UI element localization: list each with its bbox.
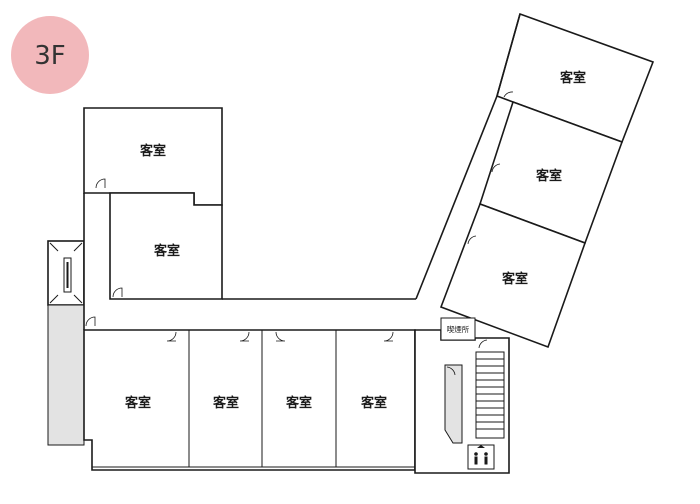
smoking-area [440, 317, 476, 341]
left-corridor-gray [47, 304, 85, 446]
stairs-icon [476, 358, 504, 430]
right-stairs [475, 351, 505, 439]
service-gray [444, 364, 463, 444]
room-label: 客室 [140, 143, 166, 159]
room-label: 客室 [154, 243, 180, 259]
elevator-icon [467, 444, 495, 470]
left-wing [83, 107, 416, 330]
smoking-area-label: 喫煙所 [447, 324, 470, 334]
room-wing-low [439, 202, 587, 349]
room-label: 客室 [536, 168, 562, 184]
room-label: 客室 [213, 395, 239, 411]
floor-badge: 3F [11, 16, 89, 94]
room-label: 客室 [560, 70, 586, 86]
service-core: 喫煙所 [414, 317, 510, 474]
floor-label: 3F [34, 41, 66, 71]
room-left-mid [109, 192, 223, 300]
right-wing [415, 12, 655, 349]
room-label: 客室 [502, 271, 528, 287]
doors [85, 91, 514, 376]
room-label: 客室 [286, 395, 312, 411]
bottom-rooms [83, 329, 416, 471]
room-label: 客室 [125, 395, 151, 411]
room-label: 客室 [361, 395, 387, 411]
elevator-figures [474, 445, 488, 465]
floor-badge-circle [11, 16, 89, 94]
left-stairwell [47, 240, 85, 446]
